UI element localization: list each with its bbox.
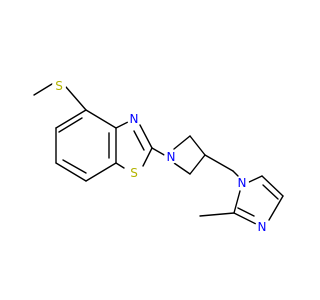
bond xyxy=(261,175,284,197)
bond xyxy=(55,162,87,182)
bond xyxy=(33,83,53,96)
atom-label-s: S xyxy=(130,166,138,180)
atom-labels: S N S N N N xyxy=(52,79,269,234)
bond xyxy=(85,162,117,182)
bond xyxy=(139,124,153,149)
bond xyxy=(233,212,257,225)
bond xyxy=(232,170,239,177)
bond xyxy=(58,117,83,133)
atom-n-imidazole-3: N xyxy=(255,220,269,234)
bond xyxy=(151,147,167,157)
atom-n-azetidine: N xyxy=(164,150,178,164)
bond xyxy=(85,109,117,129)
bond xyxy=(268,195,284,221)
bond xyxy=(55,109,87,129)
atom-label-n: N xyxy=(167,150,176,164)
atom-s-methylthio: S xyxy=(52,79,66,93)
atom-label-n: N xyxy=(238,176,247,190)
bond xyxy=(133,130,145,151)
bond xyxy=(262,184,279,200)
molecule-canvas: S N S N N N xyxy=(33,79,284,234)
atom-label-s: S xyxy=(55,79,63,93)
atom-n-imidazole-1: N xyxy=(235,176,249,190)
bond xyxy=(173,162,191,175)
bond xyxy=(173,135,191,150)
bond xyxy=(189,154,206,175)
atom-label-n: N xyxy=(258,220,267,234)
bond xyxy=(237,207,255,217)
atom-label-n: N xyxy=(130,112,139,126)
bond xyxy=(189,135,206,156)
atom-n-thiazole: N xyxy=(127,112,141,126)
bond xyxy=(246,175,263,184)
bond xyxy=(199,212,235,217)
bond xyxy=(115,162,125,169)
bond xyxy=(62,159,87,174)
structure-diagram: S N S N N N xyxy=(33,79,284,234)
bond xyxy=(233,190,241,214)
bond xyxy=(65,86,87,111)
bond xyxy=(204,154,234,172)
bond xyxy=(115,121,129,129)
bond xyxy=(142,147,153,167)
atom-s-thiazole: S xyxy=(127,166,141,180)
bonds xyxy=(33,83,284,225)
